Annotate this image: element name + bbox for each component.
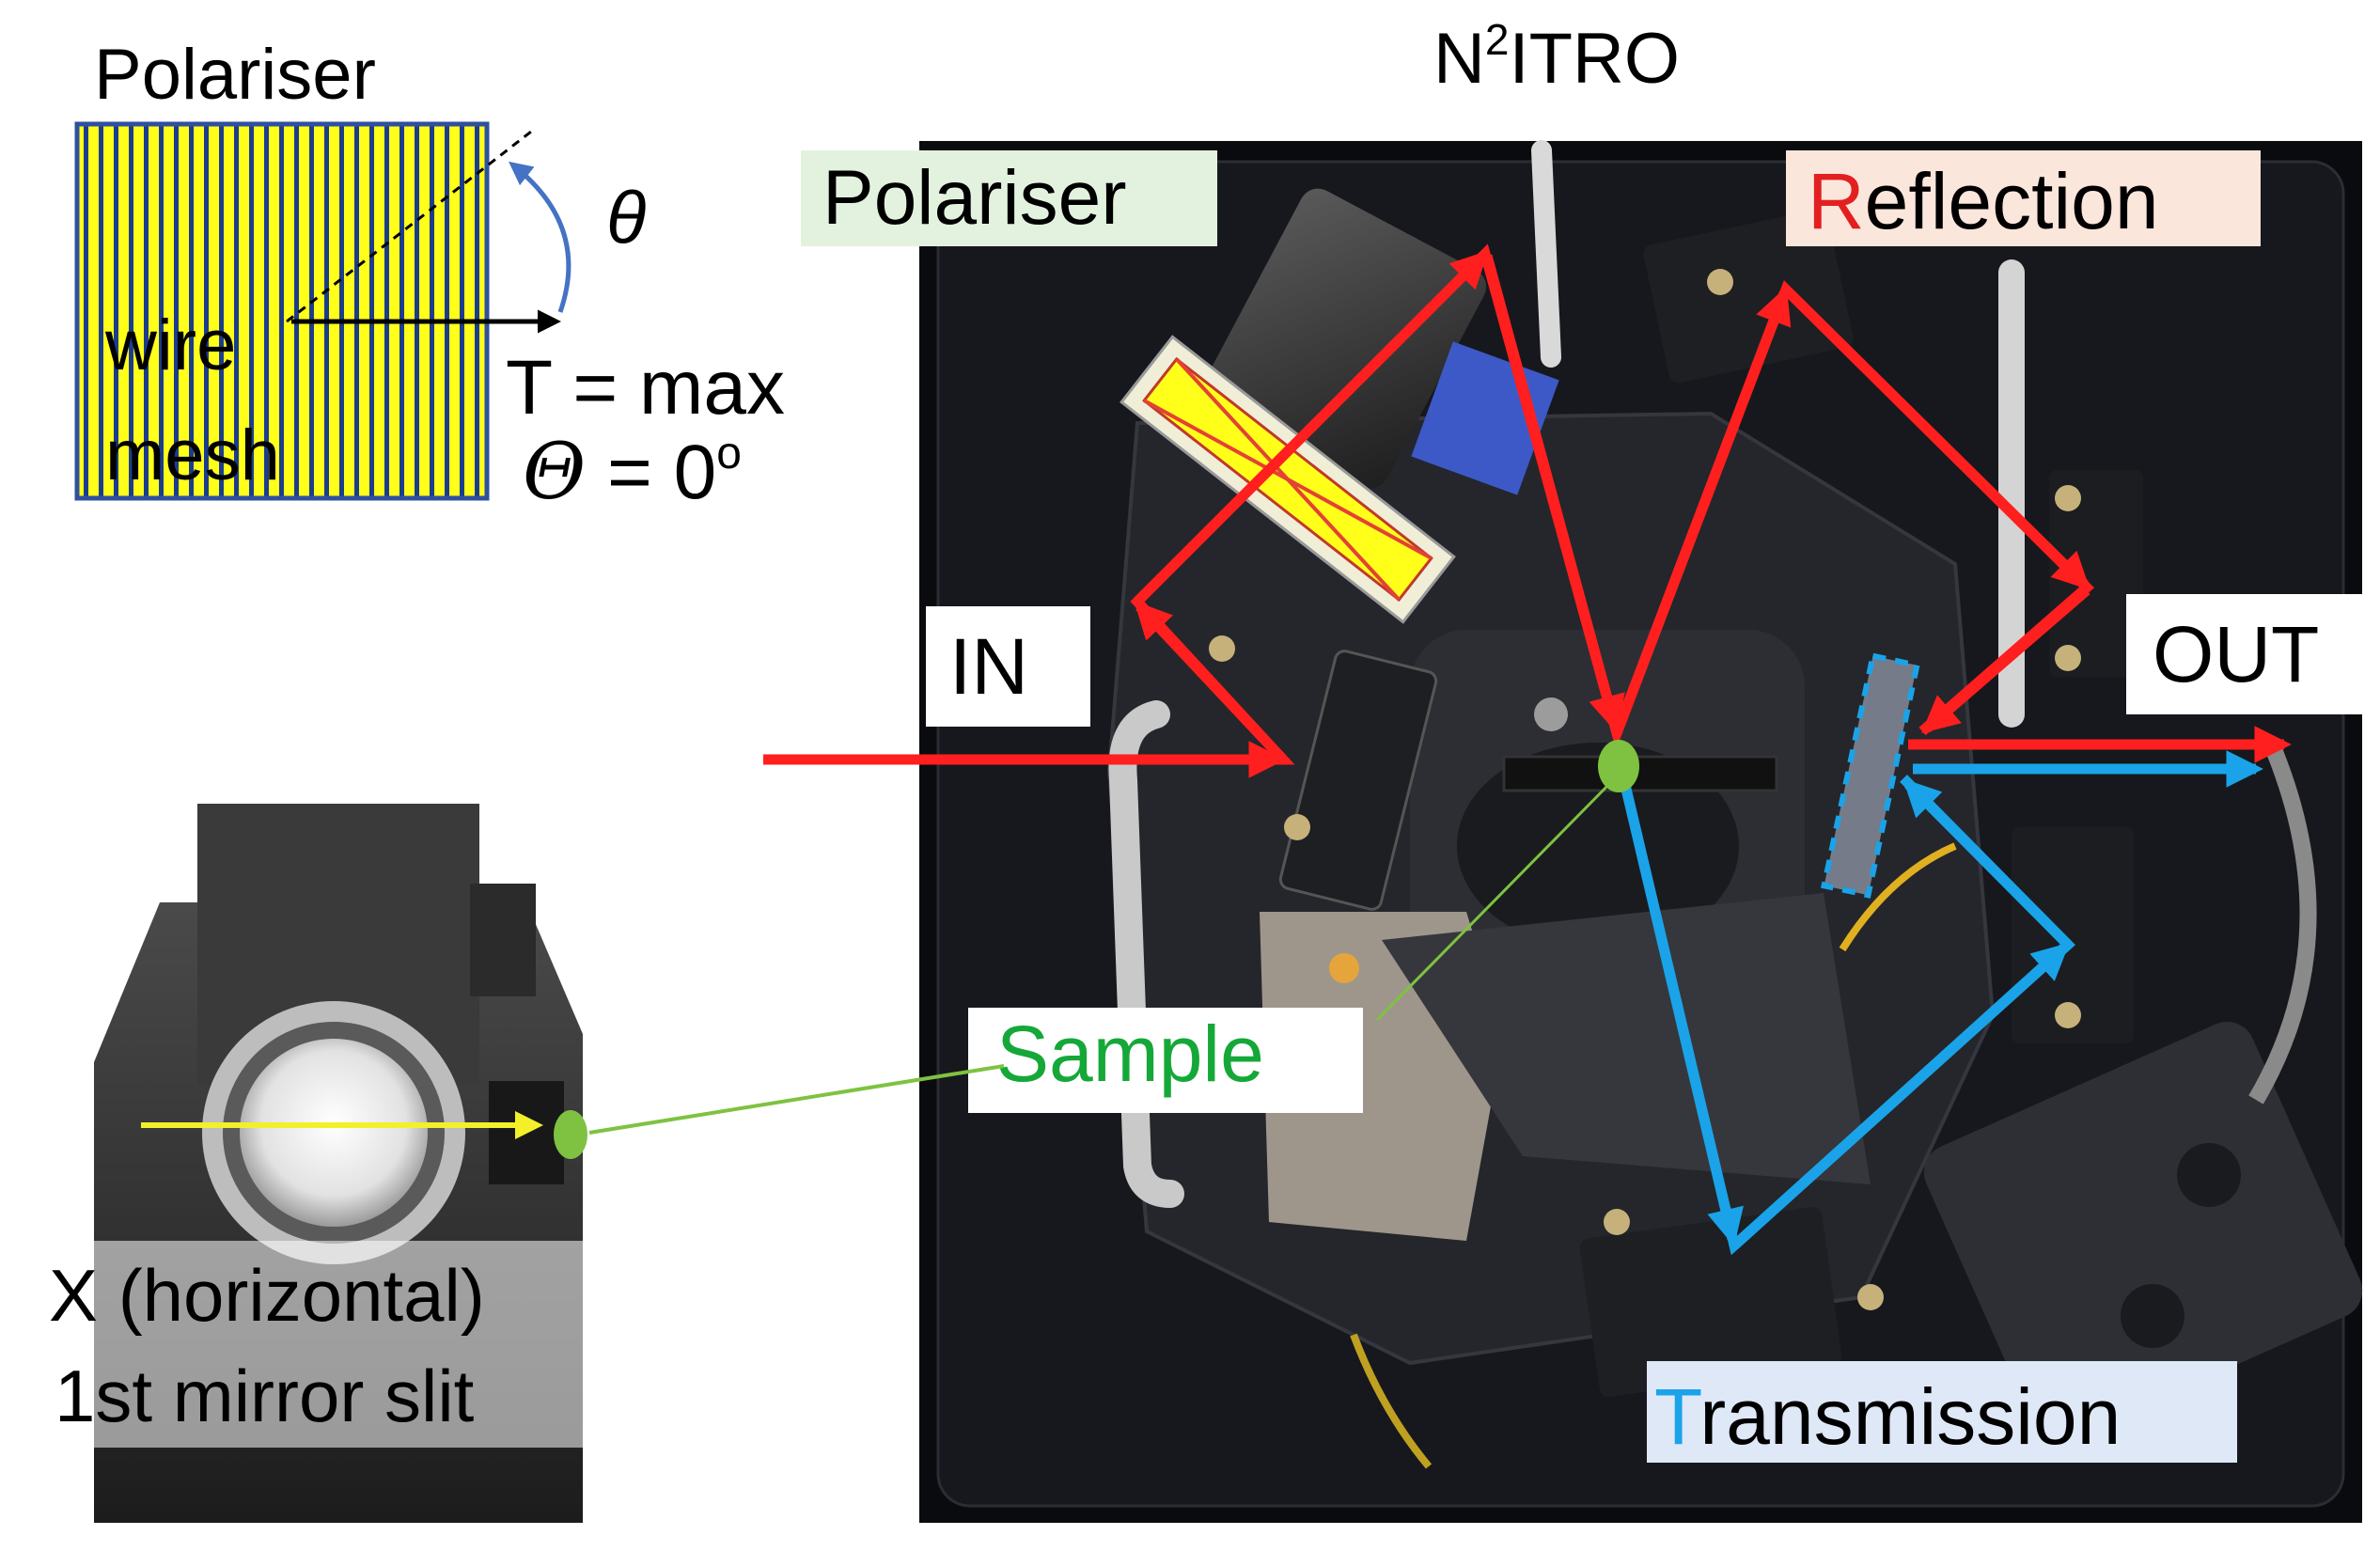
in-tag: IN — [926, 606, 1090, 727]
output-beamsplitter — [1820, 652, 1921, 899]
detector-box — [1923, 1022, 2363, 1441]
polariser-tag: Polariser — [801, 150, 1217, 246]
degree-superscript: o — [716, 429, 742, 478]
red-arrow-back-from-first-mirror — [1134, 601, 1288, 763]
sample-leader-line-lower — [588, 1064, 1005, 1135]
sample-leader-line-upper — [1375, 776, 1617, 1022]
red-arrow-to-sample — [1481, 254, 1625, 733]
svg-text:OUT: OUT — [2153, 610, 2319, 698]
title-base: N — [1433, 19, 1485, 99]
sample-marker — [1598, 740, 1639, 792]
t-max-label: T = max — [506, 345, 785, 431]
angle-equals-zero: = 0 — [586, 430, 716, 515]
reflection-rest: eflection — [1865, 157, 2159, 245]
capital-theta-symbol: Θ — [523, 428, 586, 517]
transmission-first-letter: T — [1654, 1372, 1701, 1461]
polarisation-angle-dashed-line — [286, 130, 532, 323]
slit-label-line1: X (horizontal) — [49, 1254, 485, 1337]
blue-arrow-to-beamsplitter — [1902, 778, 2072, 948]
instrument-photo — [919, 140, 2363, 1523]
polariser-inset-title: Polariser — [94, 35, 376, 115]
theta-symbol: θ — [606, 176, 646, 258]
polariser-inset: Polariser θ wire mesh T = max Θ = 0o — [74, 35, 785, 517]
svg-text:Polariser: Polariser — [822, 155, 1127, 241]
red-arrow-to-beamsplitter — [1921, 586, 2090, 734]
figure-title: N2ITRO — [1433, 15, 1680, 99]
theta-zero-label: Θ = 0o — [523, 428, 742, 517]
transmission-rest: ransmission — [1699, 1372, 2121, 1461]
transmission-tag: Transmission — [1647, 1361, 2237, 1463]
polariser-element — [1120, 335, 1456, 624]
svg-text:Transmission: Transmission — [1654, 1372, 2121, 1461]
blue-arrow-to-right-mirror — [1730, 942, 2070, 1250]
slit-label-line2: 1st mirror slit — [55, 1355, 475, 1437]
slit-aperture-hole — [240, 1039, 428, 1227]
wire-label-line1: wire — [104, 306, 236, 385]
out-tag: OUT — [2126, 594, 2372, 714]
theta-rotation-arrow — [509, 161, 572, 313]
red-arrow-to-polariser — [1134, 250, 1489, 605]
title-superscript: 2 — [1485, 15, 1510, 64]
blue-arrow-to-bottom-mirror — [1616, 767, 1744, 1246]
wire-mesh-grid — [74, 121, 490, 501]
svg-text:Reflection: Reflection — [1808, 157, 2159, 245]
reflection-tag: Reflection — [1786, 150, 2261, 246]
wire-label-line2: mesh — [105, 415, 280, 495]
svg-text:IN: IN — [949, 622, 1028, 711]
slit-photo: X (horizontal) 1st mirror slit — [38, 804, 592, 1532]
slit-sample-marker — [554, 1110, 587, 1159]
red-arrow-to-reflection-mirror — [1611, 286, 1792, 735]
title-rest: ITRO — [1509, 19, 1680, 99]
reflection-first-letter: R — [1808, 157, 1865, 245]
red-arrow-to-right-mirror — [1784, 288, 2090, 590]
svg-text:Sample: Sample — [996, 1010, 1264, 1098]
sample-tag: Sample — [968, 1008, 1363, 1113]
